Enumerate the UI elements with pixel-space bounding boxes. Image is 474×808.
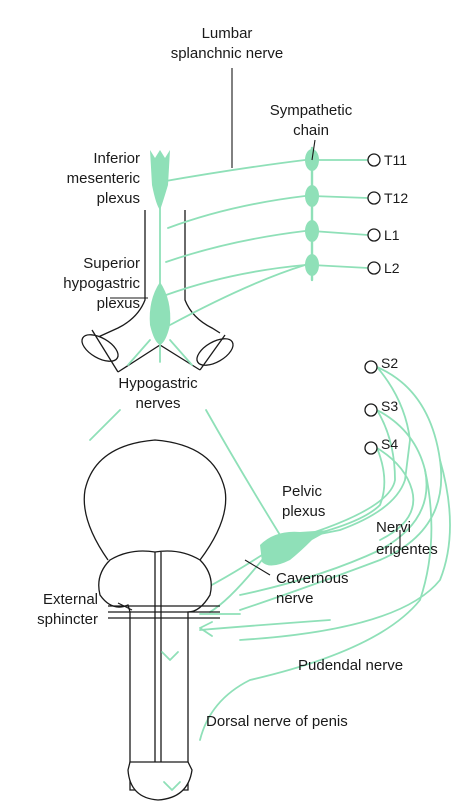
label-external-sphincter-line2: sphincter: [37, 611, 98, 628]
glans-outline: [127, 761, 193, 801]
label-root-s4: S4: [381, 436, 398, 452]
lumbar-splanchnic-branches: [159, 159, 306, 326]
root-circle-t12: [367, 191, 381, 205]
left-iliac-artery-cut: [81, 334, 119, 362]
bladder-outline: [83, 439, 227, 561]
label-superior-hypogastric-line3: plexus: [97, 295, 140, 312]
label-root-l1: L1: [384, 227, 400, 243]
label-external-sphincter-line1: External: [43, 591, 98, 608]
root-circle-l1: [367, 228, 381, 242]
superior-hypogastric-plexus: [149, 282, 171, 345]
pudendal-dorsal-nerves: [161, 613, 331, 791]
root-circle-s2: [364, 360, 378, 374]
inferior-mesenteric-plexus: [150, 150, 170, 210]
label-inferior-mesenteric-line2: mesenteric: [67, 170, 141, 187]
label-root-l2: L2: [384, 260, 400, 276]
spinal-root-markers: [364, 153, 381, 455]
hypogastric-nerves: [89, 339, 281, 536]
label-sympathetic-chain-line1: Sympathetic: [270, 102, 353, 119]
pelvic-plexus: [260, 530, 330, 566]
label-superior-hypogastric-line1: Superior: [83, 255, 140, 272]
label-inferior-mesenteric-line3: plexus: [97, 190, 140, 207]
label-hypogastric-nerves-line1: Hypogastric: [118, 375, 198, 392]
label-root-s3: S3: [381, 398, 398, 414]
pelvic-organs: [83, 439, 227, 801]
label-dorsal-nerve: Dorsal nerve of penis: [206, 713, 348, 730]
label-pelvic-plexus-line2: plexus: [282, 503, 325, 520]
root-circle-s4: [364, 441, 378, 455]
label-nervi-erigentes-line1: Nervi: [376, 519, 411, 536]
label-nervi-erigentes-line2: erigentes: [376, 541, 438, 558]
aortic-bifurcation: [81, 210, 234, 373]
label-pelvic-plexus-line1: Pelvic: [282, 483, 323, 500]
label-pudendal-nerve: Pudendal nerve: [298, 657, 403, 674]
label-superior-hypogastric-line2: hypogastric: [63, 275, 140, 292]
label-cavernous-nerve-line2: nerve: [276, 590, 314, 607]
label-lumbar-splanchnic-line2: splanchnic nerve: [171, 45, 284, 62]
label-hypogastric-nerves-line2: nerves: [135, 395, 180, 412]
leader-lines: [110, 68, 401, 611]
root-circle-s3: [364, 403, 378, 417]
label-sympathetic-chain-line2: chain: [293, 122, 329, 139]
label-cavernous-nerve-line1: Cavernous: [276, 570, 349, 587]
root-circle-t11: [367, 153, 381, 167]
sympathetic-chain: [305, 146, 369, 282]
labels: Lumbar splanchnic nerve Sympathetic chai…: [37, 25, 438, 730]
right-iliac-artery-cut: [196, 338, 234, 366]
root-circle-l2: [367, 261, 381, 275]
label-root-s2: S2: [381, 355, 398, 371]
label-root-t12: T12: [384, 190, 408, 206]
label-root-t11: T11: [384, 152, 407, 168]
label-lumbar-splanchnic-line1: Lumbar: [202, 25, 253, 42]
label-inferior-mesenteric-line1: Inferior: [93, 150, 140, 167]
